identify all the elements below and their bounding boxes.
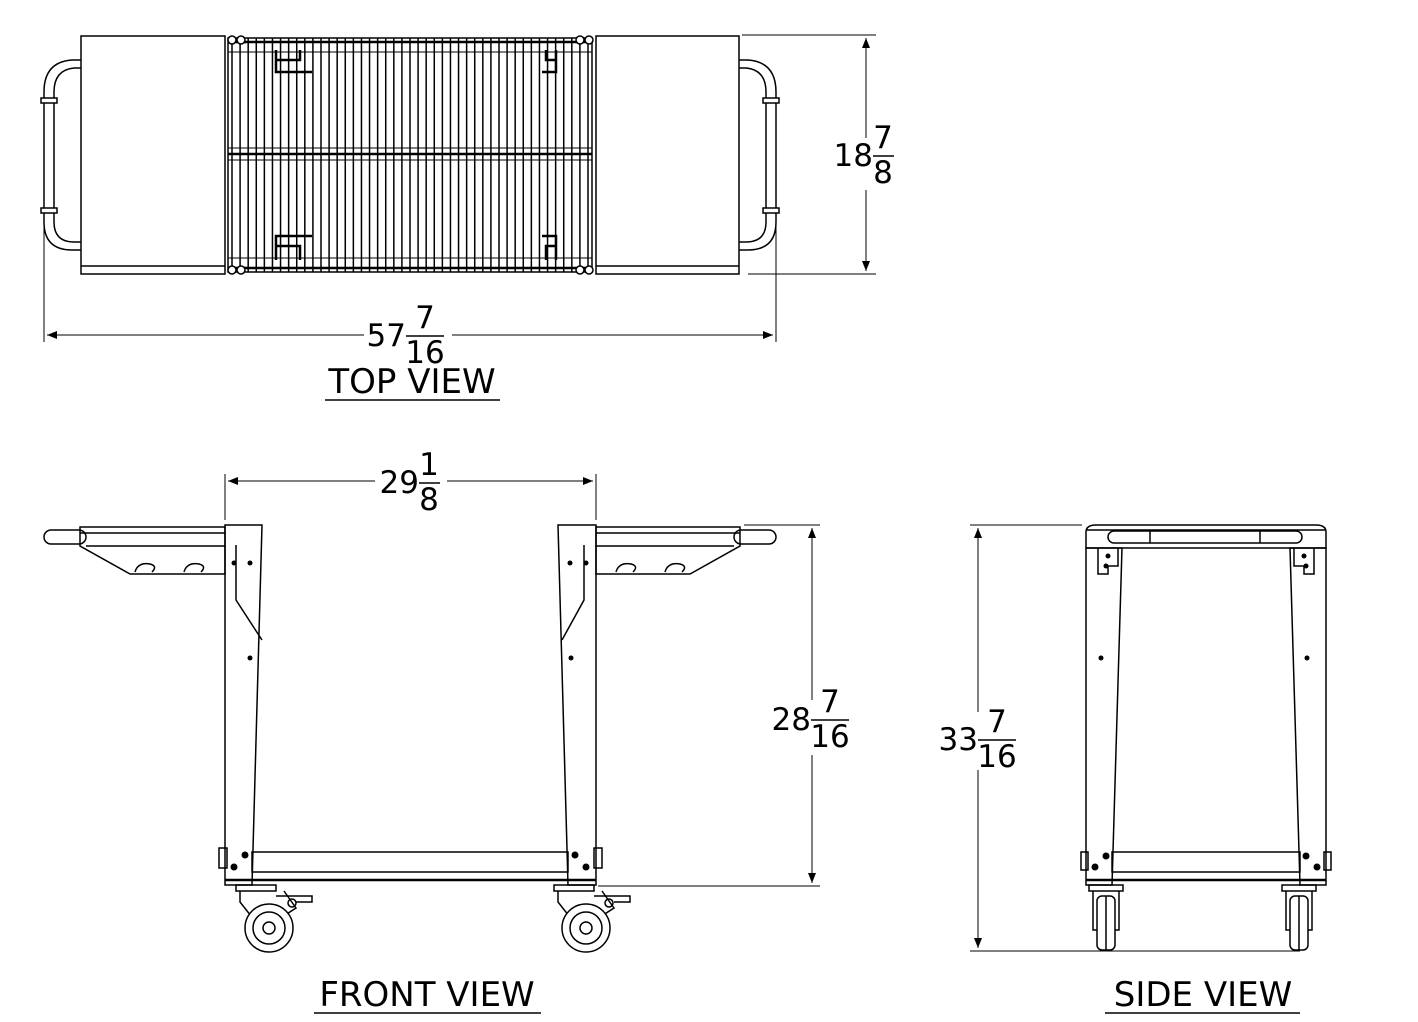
front-right-leg — [557, 524, 597, 886]
top-width-num: 7 — [415, 300, 435, 336]
front-height-num: 7 — [820, 684, 840, 720]
top-view: 18 7 8 57 7 16 TOP VIEW — [40, 34, 894, 402]
side-top-frame — [1085, 524, 1327, 549]
top-width-den: 16 — [405, 335, 444, 371]
side-left-caster — [1088, 884, 1124, 951]
front-left-leg — [224, 524, 263, 886]
front-height-den: 16 — [810, 719, 849, 755]
front-left-handle — [43, 529, 87, 545]
front-span-den: 8 — [419, 482, 439, 518]
side-right-leg — [1289, 547, 1327, 886]
side-handle-bar — [1107, 530, 1303, 544]
side-height-den: 16 — [977, 739, 1016, 775]
top-depth-den: 8 — [873, 155, 893, 191]
front-right-caster — [553, 884, 631, 953]
top-width-whole: 57 — [367, 318, 406, 354]
side-view-title: SIDE VIEW — [1114, 975, 1292, 1015]
side-height-num: 7 — [987, 704, 1007, 740]
top-left-shelf — [80, 35, 226, 275]
top-right-shelf — [595, 35, 740, 275]
top-left-handle — [43, 59, 81, 251]
top-depth-num: 7 — [873, 120, 893, 156]
side-right-caster — [1281, 884, 1317, 951]
front-height-whole: 28 — [772, 702, 811, 738]
side-view: 33 7 16 SIDE VIEW — [939, 524, 1332, 1015]
front-left-shelf — [79, 526, 226, 575]
side-left-leg — [1085, 547, 1123, 886]
side-bottom-shelf — [1111, 851, 1301, 873]
top-depth-whole: 18 — [834, 138, 873, 174]
side-height-whole: 33 — [939, 722, 978, 758]
front-view-title: FRONT VIEW — [319, 975, 534, 1015]
top-wire-rack — [227, 35, 594, 275]
front-span-whole: 29 — [380, 465, 419, 501]
front-span-num: 1 — [419, 447, 439, 483]
front-left-caster — [235, 884, 313, 953]
front-bottom-shelf — [251, 851, 569, 873]
top-right-handle — [739, 59, 777, 251]
top-view-title: TOP VIEW — [327, 362, 495, 402]
front-view: 29 1 8 — [43, 447, 850, 1015]
front-right-handle — [733, 529, 777, 545]
